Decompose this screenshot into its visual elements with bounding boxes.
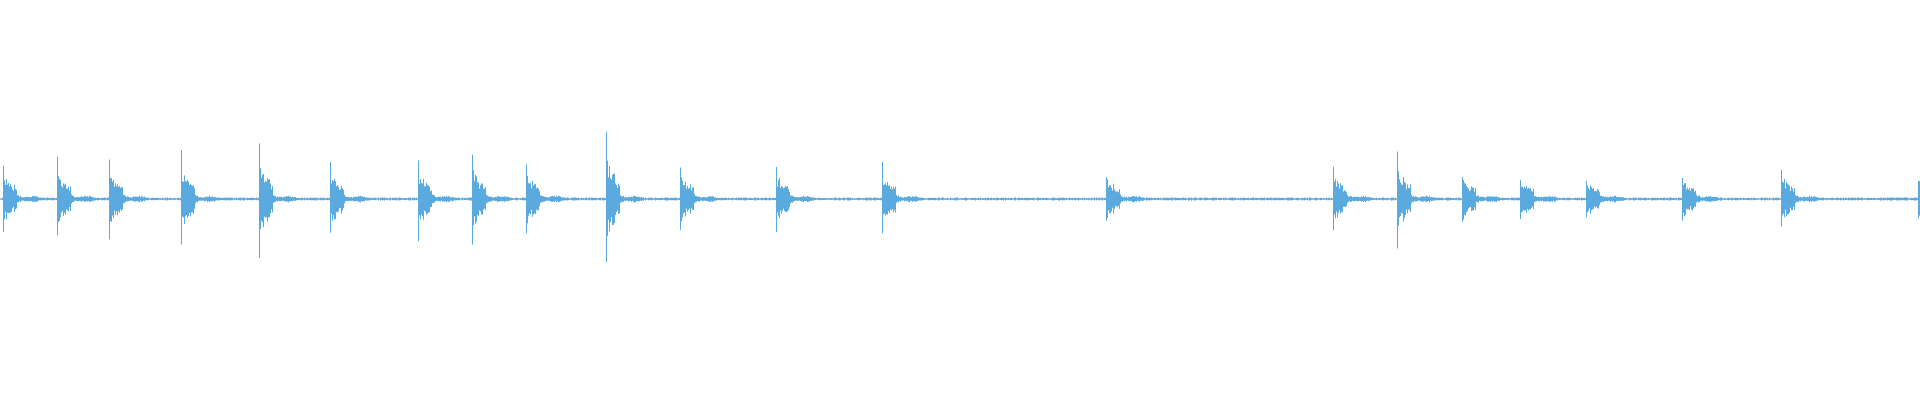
waveform-samples: [0, 131, 1920, 263]
